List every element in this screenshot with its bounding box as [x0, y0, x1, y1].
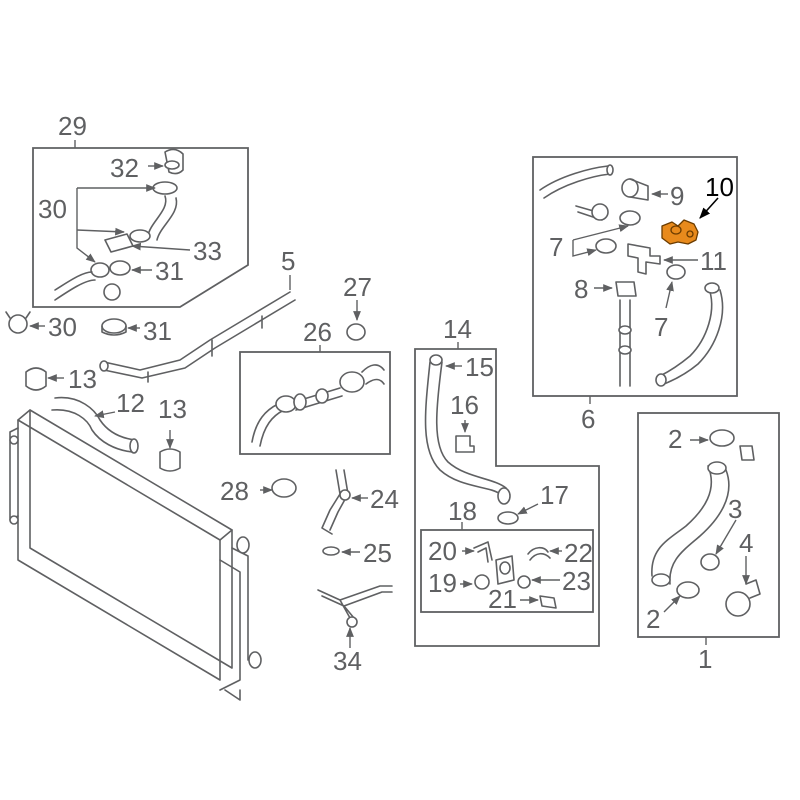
callout-30-loose[interactable]: 30	[48, 312, 77, 342]
part-26-hose-assembly[interactable]	[251, 364, 385, 447]
part-10-thermostat-housing[interactable]	[661, 219, 699, 245]
callout-9[interactable]: 9	[670, 181, 684, 211]
part-21-sensor[interactable]	[539, 595, 557, 609]
group-box-14: 14 15 16 17 18 20	[414, 314, 600, 647]
part-34-pipe[interactable]	[317, 585, 393, 628]
part-27-clamp[interactable]	[346, 323, 366, 341]
callout-23[interactable]: 23	[562, 566, 591, 596]
callout-15[interactable]: 15	[465, 352, 494, 382]
callout-14[interactable]: 14	[443, 314, 472, 344]
part-11-tee[interactable]	[627, 243, 661, 275]
callout-18[interactable]: 18	[448, 496, 477, 526]
callout-8[interactable]: 8	[574, 274, 588, 304]
part-13-upper[interactable]	[25, 367, 47, 391]
callout-2-upper[interactable]: 2	[668, 424, 682, 454]
callout-28[interactable]: 28	[220, 476, 249, 506]
part-9-connector[interactable]	[621, 178, 649, 201]
part-1-hose[interactable]	[651, 461, 730, 587]
group-box-29: 29 32 30	[32, 111, 249, 308]
part-24-pipe[interactable]	[321, 469, 351, 535]
part-15-hose[interactable]	[424, 354, 511, 505]
callout-25[interactable]: 25	[363, 538, 392, 568]
part-8-bracket[interactable]	[615, 281, 637, 297]
callout-19[interactable]: 19	[428, 568, 457, 598]
part-6-hose-top[interactable]	[539, 164, 614, 199]
part-7-clamp-lower[interactable]	[666, 264, 686, 280]
part-6-hose-mid[interactable]	[575, 203, 641, 226]
part-12-hose[interactable]	[51, 396, 139, 454]
callout-17[interactable]: 17	[540, 480, 569, 510]
callout-12[interactable]: 12	[116, 388, 145, 418]
radiator[interactable]	[9, 409, 262, 701]
callout-21[interactable]: 21	[488, 584, 517, 614]
part-4-connector[interactable]	[725, 579, 761, 617]
callout-13-upper[interactable]: 13	[68, 364, 97, 394]
part-5-pipe[interactable]	[99, 291, 296, 383]
callout-29[interactable]: 29	[58, 111, 87, 141]
part-6-pipe-lower[interactable]	[618, 299, 632, 387]
callout-31-box[interactable]: 31	[155, 256, 184, 286]
callout-33[interactable]: 33	[193, 236, 222, 266]
part-19-oring[interactable]	[474, 574, 490, 590]
part-23-oring[interactable]	[517, 575, 531, 589]
callout-34[interactable]: 34	[333, 646, 362, 676]
part-1-fitting[interactable]	[739, 445, 755, 461]
callout-26[interactable]: 26	[303, 317, 332, 347]
part-hose-29b[interactable]	[54, 271, 121, 301]
callout-3[interactable]: 3	[728, 494, 742, 524]
callout-6[interactable]: 6	[581, 404, 595, 434]
part-30-loose[interactable]	[5, 311, 31, 334]
callout-31-loose[interactable]: 31	[143, 316, 172, 346]
part-30-clamp-top[interactable]	[152, 181, 178, 195]
part-22-clip[interactable]	[527, 546, 551, 561]
part-hose-29a[interactable]	[129, 195, 178, 243]
part-31-loose[interactable]	[101, 318, 127, 336]
part-33-connector[interactable]	[104, 233, 134, 253]
callout-1[interactable]: 1	[698, 644, 712, 674]
part-28-clamp[interactable]	[271, 478, 297, 498]
part-6-hose-lower[interactable]	[655, 282, 724, 387]
part-31-clamp[interactable]	[109, 260, 131, 276]
callout-7-lower[interactable]: 7	[654, 312, 668, 342]
part-16-bracket[interactable]	[455, 435, 475, 453]
callout-27[interactable]: 27	[343, 272, 372, 302]
part-20-pipe[interactable]	[473, 541, 493, 563]
part-13-lower[interactable]	[159, 448, 181, 472]
callout-11[interactable]: 11	[700, 246, 727, 276]
callout-16[interactable]: 16	[450, 390, 479, 420]
callout-30-box[interactable]: 30	[38, 194, 67, 224]
callout-22[interactable]: 22	[564, 538, 593, 568]
group-box-6: 6 9 7 11 8	[532, 156, 738, 434]
callout-13-lower[interactable]: 13	[158, 394, 187, 424]
part-32-elbow[interactable]	[164, 148, 184, 175]
callout-7-upper[interactable]: 7	[549, 232, 563, 262]
part-17-clamp[interactable]	[497, 511, 519, 525]
part-3-clamp[interactable]	[700, 553, 720, 571]
callout-4[interactable]: 4	[739, 528, 753, 558]
callout-32[interactable]: 32	[110, 153, 139, 183]
callout-5[interactable]: 5	[281, 246, 295, 276]
callout-20[interactable]: 20	[428, 536, 457, 566]
callout-2-lower[interactable]: 2	[646, 604, 660, 634]
group-box-1: 1 2 3 4 2	[637, 412, 780, 674]
callout-10[interactable]: 10	[705, 172, 734, 202]
part-25-oring[interactable]	[322, 546, 340, 556]
part-7-clamp-upper[interactable]	[595, 238, 617, 254]
part-2-clamp-lower[interactable]	[676, 581, 700, 599]
part-30-clamp[interactable]	[90, 262, 110, 278]
part-21-flange[interactable]	[495, 555, 515, 585]
part-2-clamp-upper[interactable]	[709, 429, 735, 447]
group-box-26: 26	[239, 317, 391, 455]
callout-24[interactable]: 24	[370, 484, 399, 514]
